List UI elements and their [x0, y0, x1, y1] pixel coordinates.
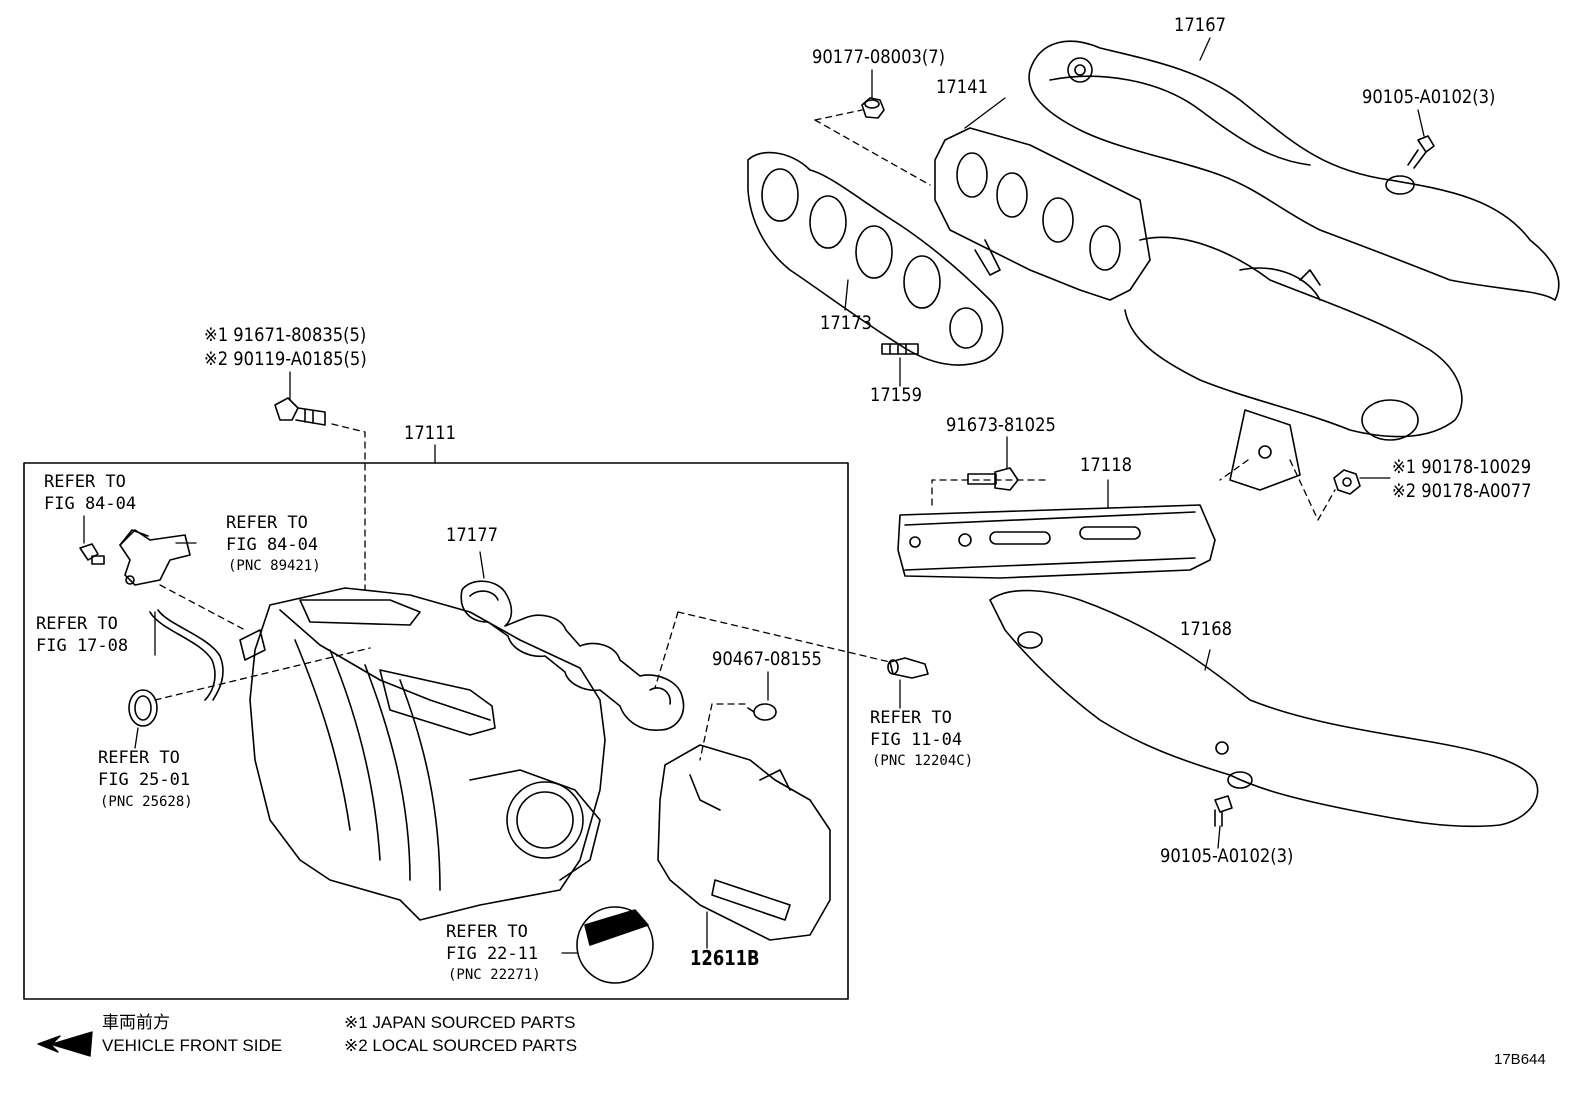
legend-note-japan: ※1 JAPAN SOURCED PARTS: [344, 1013, 576, 1032]
bolt-90105-top: [1407, 135, 1435, 169]
refer-84-04-b-line2[interactable]: FIG 84-04: [226, 535, 319, 555]
refer-25-01-pnc: (PNC 25628): [100, 794, 193, 810]
map-sensor: [119, 529, 191, 586]
label-90178-2[interactable]: ※2 90178-A0077: [1392, 480, 1532, 502]
hose-clamp: [128, 689, 158, 727]
refer-25-01-line2[interactable]: FIG 25-01: [98, 770, 191, 790]
heat-insulator-lower: [989, 589, 1539, 828]
refer-11-04-pnc: (PNC 12204C): [872, 753, 974, 769]
heat-insulator-upper: [1028, 40, 1560, 301]
stud-bolt: [881, 343, 919, 355]
exhaust-manifold-gasket: [747, 151, 1004, 366]
bolt-90105-bottom: [1214, 795, 1233, 827]
legend-direction-en: VEHICLE FRONT SIDE: [102, 1036, 283, 1055]
diagram-code: 17B644: [1494, 1051, 1546, 1068]
vacuum-hose: [149, 609, 224, 701]
refer-84-04-b-line1[interactable]: REFER TO: [226, 513, 308, 533]
refer-84-04-a-line1[interactable]: REFER TO: [44, 472, 126, 492]
intake-insulator: [657, 744, 831, 941]
refer-22-11-pnc: (PNC 22271): [448, 967, 541, 983]
bolt-91673: [967, 467, 1019, 491]
legend-note-local: ※2 LOCAL SOURCED PARTS: [344, 1036, 578, 1055]
filter-screen: [576, 906, 654, 984]
exhaust-manifold: [934, 127, 1463, 491]
refer-11-04-line2[interactable]: FIG 11-04: [870, 730, 963, 750]
label-91673[interactable]: 91673-81025: [946, 414, 1056, 436]
legend-direction-jp: 車両前方: [102, 1013, 170, 1032]
clip-90467: [747, 703, 777, 721]
refer-17-08-line1[interactable]: REFER TO: [36, 614, 118, 634]
refer-25-01-line1[interactable]: REFER TO: [98, 748, 180, 768]
label-12611b[interactable]: 12611B: [690, 946, 760, 970]
refer-22-11-line2[interactable]: FIG 22-11: [446, 944, 539, 964]
label-17173[interactable]: 17173: [820, 312, 872, 334]
nut-90177: [861, 97, 885, 119]
intake-manifold: [239, 587, 606, 921]
label-17111[interactable]: 17111: [404, 422, 456, 444]
refer-22-11-line1[interactable]: REFER TO: [446, 922, 528, 942]
label-90105-top[interactable]: 90105-A0102(3): [1362, 86, 1496, 108]
label-90105-bottom[interactable]: 90105-A0102(3): [1160, 845, 1294, 867]
label-91671[interactable]: ※1 91671-80835(5): [204, 324, 367, 346]
label-90119[interactable]: ※2 90119-A0185(5): [204, 348, 367, 370]
nut-90178: [1333, 469, 1361, 495]
intake-manifold-gasket: [460, 580, 685, 731]
refer-84-04-b-pnc: (PNC 89421): [228, 558, 321, 574]
pcv-connector: [887, 657, 929, 679]
sensor-bolt: [79, 543, 105, 565]
label-90467[interactable]: 90467-08155: [712, 648, 822, 670]
bolt-91671: [274, 397, 326, 426]
assembly-boundary-box: [23, 462, 849, 1000]
label-17168[interactable]: 17168: [1180, 618, 1232, 640]
label-17167[interactable]: 17167: [1174, 14, 1226, 36]
label-90178-1[interactable]: ※1 90178-10029: [1392, 456, 1532, 478]
label-17118[interactable]: 17118: [1080, 454, 1132, 476]
label-17177[interactable]: 17177: [446, 524, 498, 546]
vehicle-front-arrow: [37, 1031, 93, 1057]
refer-17-08-line2[interactable]: FIG 17-08: [36, 636, 129, 656]
label-17141[interactable]: 17141: [936, 76, 988, 98]
refer-11-04-line1[interactable]: REFER TO: [870, 708, 952, 728]
label-17159[interactable]: 17159: [870, 384, 922, 406]
manifold-stay: [897, 504, 1216, 579]
label-90177[interactable]: 90177-08003(7): [812, 46, 946, 68]
refer-84-04-a-line2[interactable]: FIG 84-04: [44, 494, 137, 514]
